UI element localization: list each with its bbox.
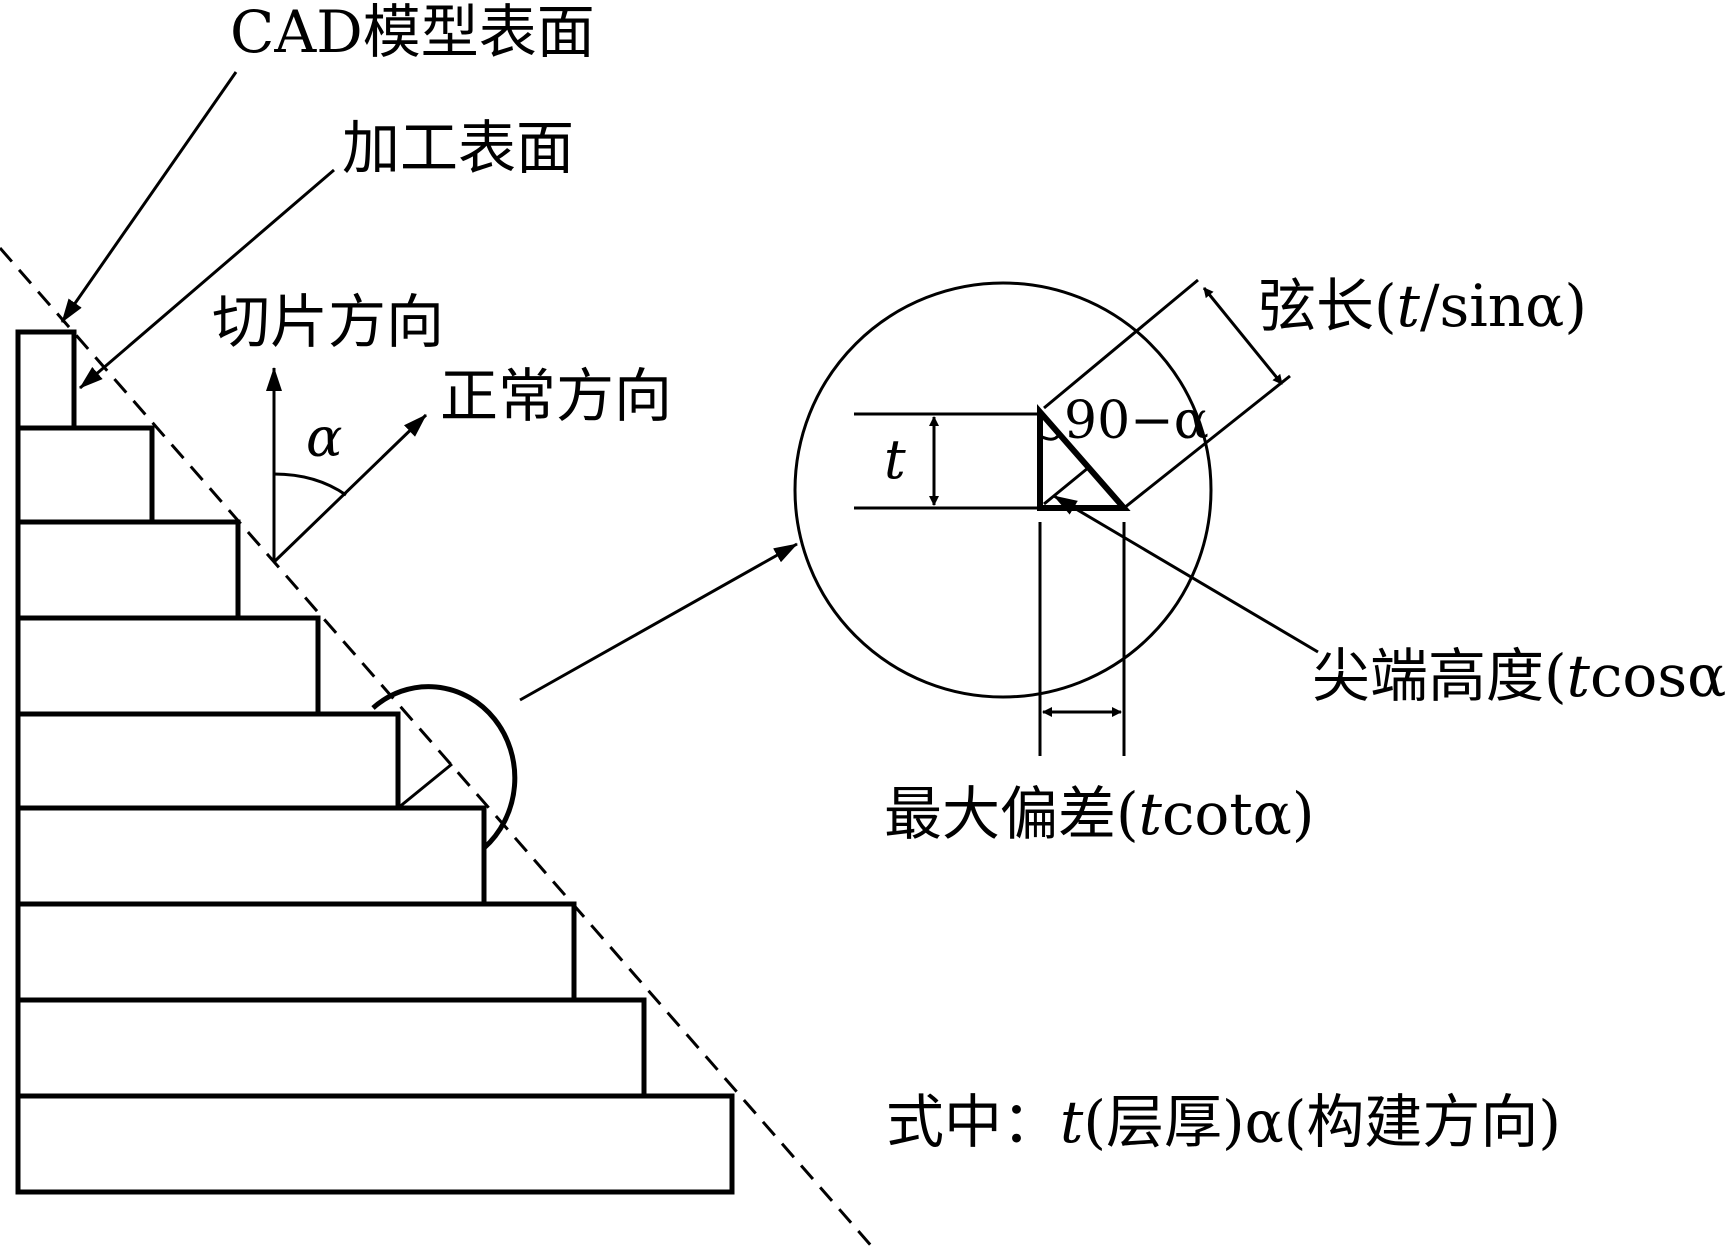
layer-2 — [15, 425, 155, 525]
chord-dimension-arrow — [1202, 287, 1284, 385]
detail-circle-large — [793, 281, 1213, 699]
alpha-angle-arc — [273, 472, 347, 497]
chord-ext-line-1 — [1043, 278, 1199, 410]
magnify-arrow — [519, 542, 798, 702]
chord-ext-line-2 — [1123, 374, 1291, 510]
legend-note: 式中：t(层厚)α(构建方向) — [886, 1088, 1561, 1156]
cad-surface-arrow — [60, 71, 238, 323]
layer-8 — [15, 997, 647, 1099]
normal-direction-label: 正常方向 — [440, 362, 672, 430]
layer-7 — [15, 901, 577, 1003]
alpha-label: α — [306, 406, 342, 469]
layer-6 — [15, 805, 487, 907]
t-label: t — [884, 428, 906, 491]
max-deviation-label: 最大偏差(tcotα) — [884, 780, 1314, 848]
cusp-triangle — [1037, 404, 1131, 511]
layer-3 — [15, 519, 241, 621]
angle-90-alpha-arc — [1039, 431, 1062, 441]
cusp-height-line — [1043, 466, 1089, 506]
machined-surface-arrow — [79, 168, 335, 390]
cad-surface-label: CAD模型表面 — [230, 0, 595, 66]
staircase-layers — [15, 329, 735, 1195]
detail-circle-small — [371, 684, 518, 850]
tip-height-label: 尖端高度(tcosα) — [1312, 642, 1729, 710]
layer-1 — [15, 329, 77, 431]
chord-length-label: 弦长(t/sinα) — [1258, 272, 1587, 340]
cad-surface-line — [0, 247, 876, 1249]
detail-triangle-hyp — [397, 762, 453, 810]
angle-90-alpha-label: 90−α — [1064, 391, 1209, 451]
layer-5 — [15, 711, 401, 811]
normal-direction-arrow — [272, 413, 428, 564]
layer-4 — [15, 615, 321, 717]
layer-9 — [15, 1093, 735, 1195]
slice-direction-label: 切片方向 — [212, 288, 444, 356]
tip-height-leader — [1053, 494, 1319, 654]
machined-surface-label: 加工表面 — [342, 114, 574, 182]
